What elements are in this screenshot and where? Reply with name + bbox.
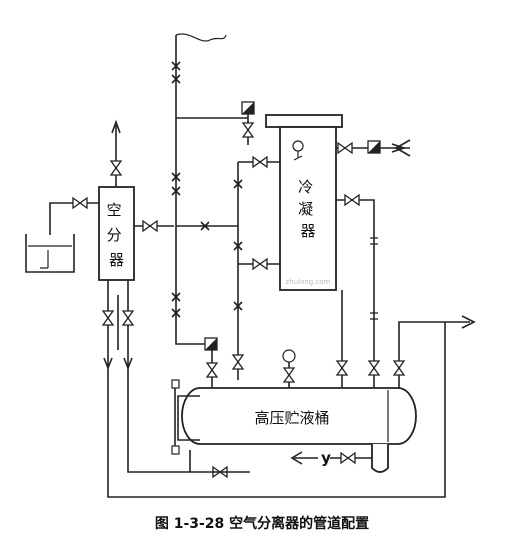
separator-bottom-valve-right bbox=[122, 310, 134, 326]
condenser-lower-valve bbox=[252, 258, 268, 270]
outlet-valve bbox=[393, 360, 405, 376]
right-receiver-valve bbox=[368, 360, 380, 376]
receiver-inlet-valve-a bbox=[232, 354, 244, 370]
pressure-gauge bbox=[282, 349, 296, 390]
return-marker: y bbox=[321, 449, 331, 467]
receiver-label: 高压贮液桶 bbox=[254, 409, 329, 427]
receiver-solenoid bbox=[204, 337, 218, 390]
condenser-inlet bbox=[336, 139, 411, 157]
condenser: 冷 凝 器 bbox=[265, 114, 343, 291]
separator-link-valve bbox=[142, 220, 158, 232]
air-separator: 空 分 器 bbox=[98, 186, 135, 281]
condenser-right-lines bbox=[336, 194, 380, 390]
bottom-loops bbox=[107, 322, 446, 498]
top-solenoid-valve bbox=[241, 101, 255, 145]
separator-bottom-valve-left bbox=[102, 310, 114, 326]
air-separator-char-1: 空 bbox=[107, 201, 122, 219]
receiver-vessel: 高压贮液桶 bbox=[181, 387, 417, 445]
air-separator-label: 空 分 器 bbox=[107, 201, 127, 269]
water-tank bbox=[25, 197, 99, 273]
main-vertical-line bbox=[171, 33, 248, 345]
condenser-label: 冷 凝 器 bbox=[298, 178, 318, 240]
top-valve bbox=[242, 122, 254, 138]
return-valve bbox=[340, 452, 356, 464]
condenser-upper-valve bbox=[252, 156, 268, 168]
level-gauge bbox=[171, 379, 200, 455]
tank-valve bbox=[72, 197, 88, 209]
condenser-char-1: 冷 bbox=[298, 178, 313, 196]
air-separator-char-2: 分 bbox=[107, 226, 122, 244]
receiver-inlet-valve-b bbox=[206, 362, 218, 378]
condenser-char-3: 器 bbox=[300, 222, 315, 240]
condenser-left-lines bbox=[232, 156, 280, 380]
watermark: zhulong.com bbox=[286, 278, 331, 286]
separator-bottom-lines bbox=[102, 280, 134, 371]
gauge-valve bbox=[283, 367, 295, 383]
air-separator-vent bbox=[110, 119, 122, 187]
condenser-drain-valve bbox=[336, 360, 348, 376]
air-separator-char-3: 器 bbox=[109, 251, 124, 269]
condenser-char-2: 凝 bbox=[298, 200, 313, 218]
separator-link bbox=[134, 220, 174, 232]
condenser-right-valve bbox=[344, 194, 360, 206]
return-line: y bbox=[290, 444, 389, 473]
receiver-outlet bbox=[393, 315, 476, 390]
vent-valve bbox=[110, 160, 122, 176]
inlet-valve bbox=[337, 142, 353, 154]
figure-caption: 图 1-3-28 空气分离器的管道配置 bbox=[154, 516, 370, 532]
